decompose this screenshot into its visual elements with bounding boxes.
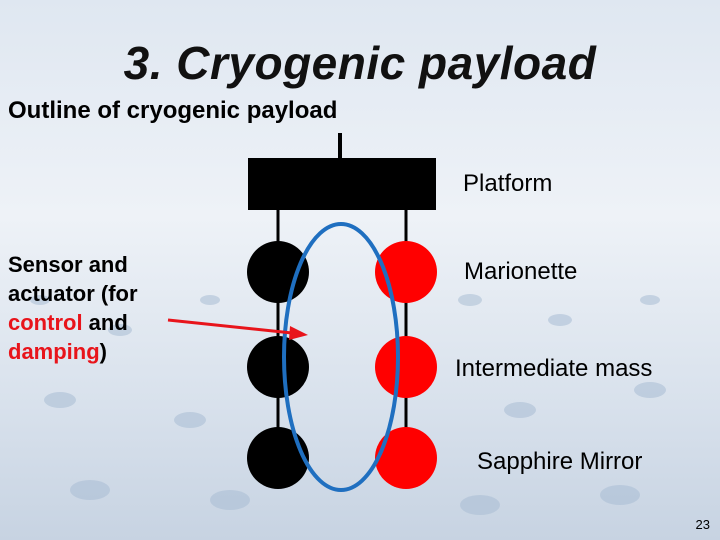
- platform-label: Platform: [463, 170, 553, 197]
- slide-subtitle: Outline of cryogenic payload: [8, 97, 338, 124]
- page-number: 23: [695, 517, 710, 532]
- sensor-actuator-annotation: Sensor and actuator (for control and dam…: [8, 250, 188, 366]
- sensor-arrow-line: [167, 318, 293, 335]
- control-word: control: [8, 310, 83, 335]
- marionette-black-mass: [247, 241, 309, 303]
- sensor-line-2: actuator (for: [8, 281, 138, 306]
- sensor-arrow-head: [289, 326, 308, 340]
- closing-paren: ): [99, 339, 107, 364]
- intermediate-mass-label: Intermediate mass: [455, 355, 653, 382]
- intermediate-black-mass: [247, 336, 309, 398]
- platform-block: [248, 158, 436, 210]
- damping-word: damping: [8, 339, 100, 364]
- mirror-red-mass: [375, 427, 437, 489]
- sensor-line-4: damping): [8, 337, 188, 366]
- and-word: and: [82, 310, 128, 335]
- mirror-black-mass: [247, 427, 309, 489]
- slide-title: 3. Cryogenic payload: [123, 37, 597, 89]
- sensor-line-3: control and: [8, 308, 188, 337]
- marionette-label: Marionette: [464, 258, 578, 285]
- sensor-actuator-ellipse: [282, 222, 400, 492]
- intermediate-red-mass: [375, 336, 437, 398]
- sapphire-mirror-label: Sapphire Mirror: [477, 448, 643, 475]
- sensor-line-1: Sensor and: [8, 252, 128, 277]
